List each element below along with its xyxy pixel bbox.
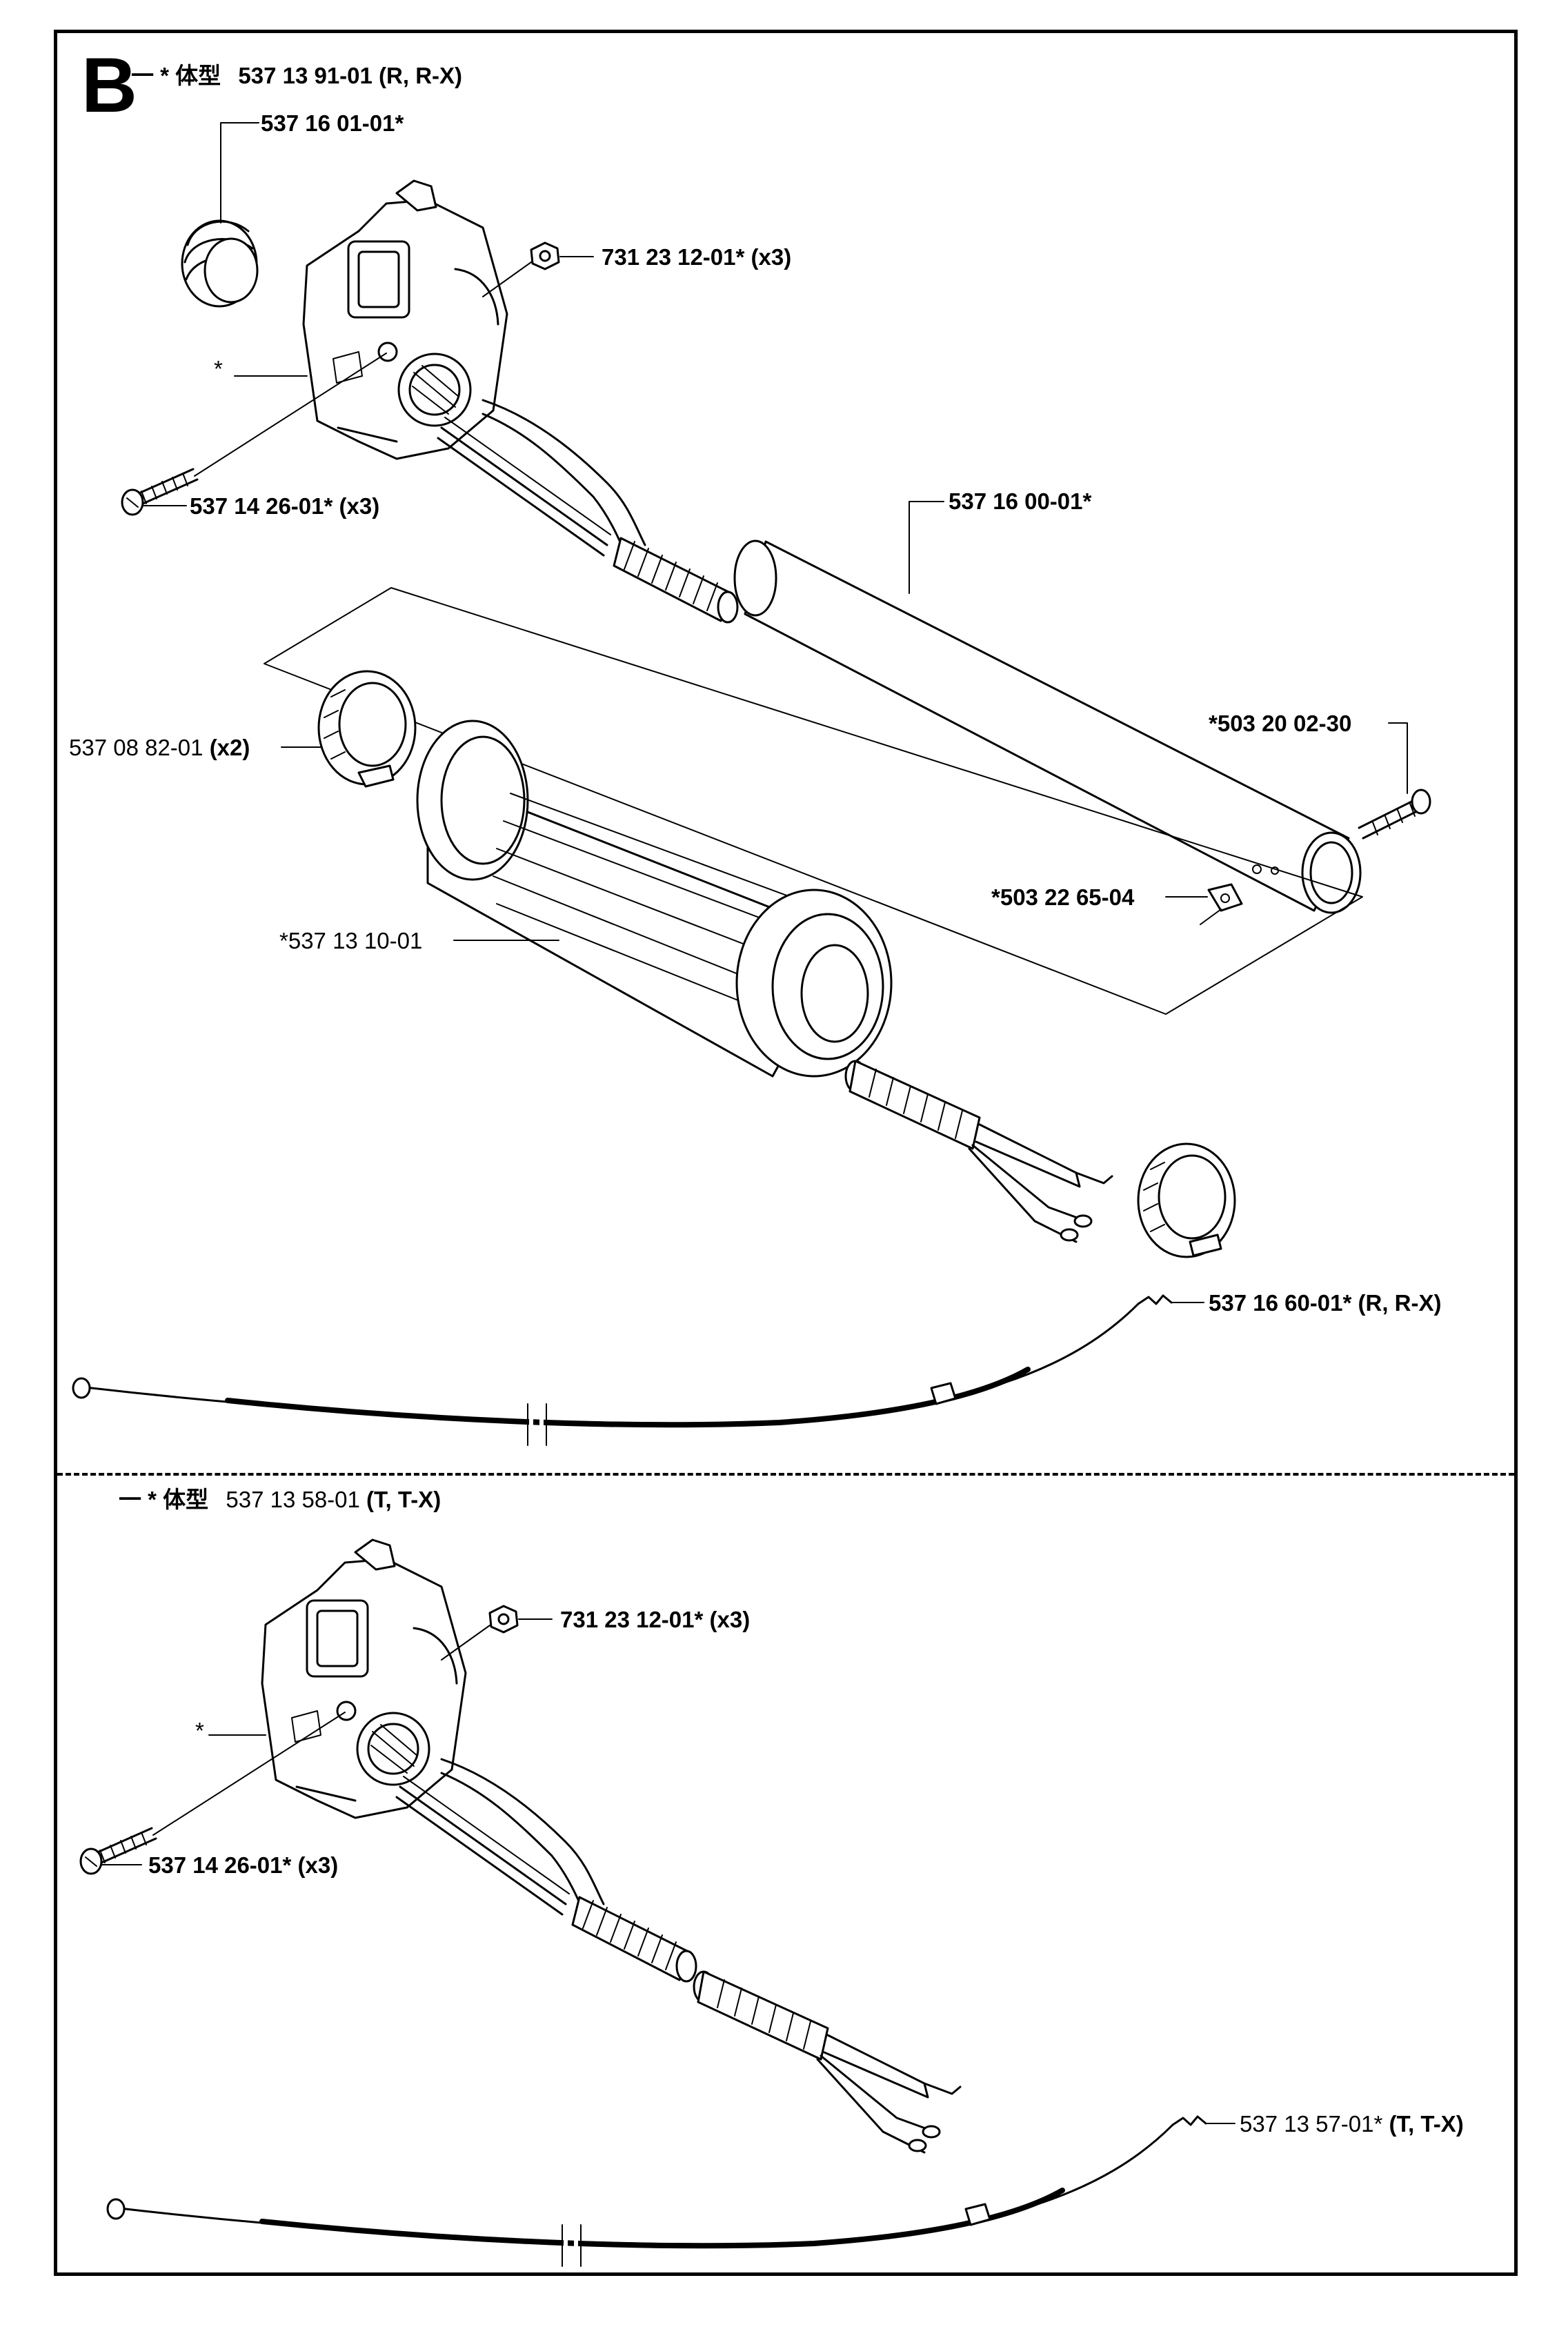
label-cable-bottom: 537 13 57-01* (T, T-X) xyxy=(1240,2112,1464,2135)
tube-part xyxy=(733,539,1362,914)
cap-ring-part xyxy=(181,219,259,308)
wire-bundle-bottom xyxy=(395,1758,605,1916)
label-grip: *537 13 10-01 xyxy=(279,928,423,953)
header-top-prefix: 一 * 体型 xyxy=(131,63,221,88)
screw-part-top xyxy=(121,468,199,516)
wrapped-cable-top xyxy=(613,537,739,624)
header-bottom-prefix: 一 * 体型 xyxy=(119,1487,209,1512)
header-top: 一 * 体型 537 13 91-01 (R, R-X) xyxy=(131,64,462,87)
label-clamp-ring-qty: (x2) xyxy=(209,735,250,760)
label-clamp-ring-num: 537 08 82-01 xyxy=(69,735,204,760)
grip-part xyxy=(416,720,893,1078)
label-nut-top: 731 23 12-01* (x3) xyxy=(602,244,792,270)
wire-bundle-top xyxy=(437,399,646,557)
header-top-part: 537 13 91-01 (R, R-X) xyxy=(238,63,463,88)
screw-part-bottom xyxy=(79,1827,157,1875)
nut-part-top xyxy=(530,241,560,270)
header-bottom-part-num: 537 13 58-01 xyxy=(226,1487,360,1512)
clamp-ring-lower xyxy=(1137,1142,1236,1258)
switch-housing-top xyxy=(302,179,508,460)
label-square-nut: *503 22 65-04 xyxy=(991,884,1135,910)
header-bottom: 一 * 体型 537 13 58-01 (T, T-X) xyxy=(119,1488,441,1511)
leader-cap-ring xyxy=(220,122,259,224)
bolt-part xyxy=(1358,789,1431,840)
section-divider xyxy=(57,1473,1514,1476)
throttle-cable-bottom xyxy=(106,2115,1207,2267)
label-cable-bottom-num: 537 13 57-01* xyxy=(1240,2111,1383,2137)
nut-part-bottom xyxy=(488,1605,519,1634)
section-letter: B xyxy=(81,42,137,128)
label-cap-ring: 537 16 01-01* xyxy=(261,110,404,136)
label-cable-bottom-variant: (T, T-X) xyxy=(1389,2111,1464,2137)
throttle-cable-top xyxy=(72,1294,1173,1446)
square-nut-part xyxy=(1200,883,1243,925)
label-screw-bottom: 537 14 26-01* (x3) xyxy=(148,1852,339,1878)
header-bottom-variant: (T, T-X) xyxy=(366,1487,441,1512)
label-nut-bottom: 731 23 12-01* (x3) xyxy=(560,1607,751,1632)
label-bolt: *503 20 02-30 xyxy=(1209,711,1352,736)
label-tube: 537 16 00-01* xyxy=(949,488,1092,514)
label-housing-top: * xyxy=(214,356,223,382)
switch-housing-bottom xyxy=(261,1538,467,1819)
clamp-ring-upper xyxy=(317,670,417,788)
wrapped-cable-leads-top xyxy=(844,1060,1113,1243)
diagram-frame xyxy=(54,30,1518,2276)
label-screw-top: 537 14 26-01* (x3) xyxy=(190,493,380,519)
label-clamp-ring: 537 08 82-01 (x2) xyxy=(69,736,250,759)
grip-group-outline xyxy=(264,587,1363,1015)
label-cable-top: 537 16 60-01* (R, R-X) xyxy=(1209,1290,1442,1316)
leader-bolt xyxy=(1388,722,1408,794)
wrapped-cable-leads-bottom xyxy=(693,1970,962,2154)
wrapped-cable-bottom xyxy=(571,1896,697,1983)
label-housing-bottom: * xyxy=(195,1718,204,1743)
